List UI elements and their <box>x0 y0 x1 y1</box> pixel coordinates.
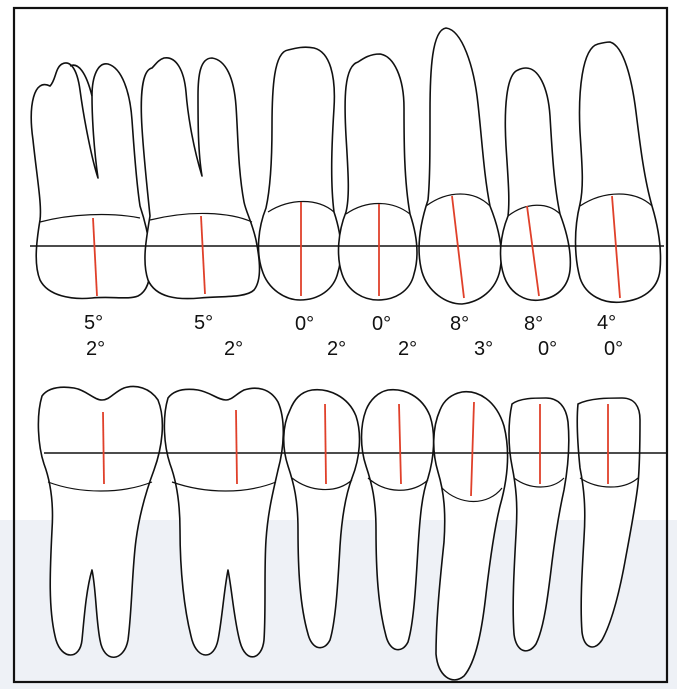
upper-molar-1-angle: 5° <box>84 313 103 333</box>
upper-molar-1 <box>31 63 150 298</box>
lower-premolar-1-angle: 2° <box>327 339 346 359</box>
lower-central-incisor-angle: 0° <box>604 339 623 359</box>
upper-premolar-2-angle: 0° <box>372 314 391 334</box>
upper-premolar-1 <box>259 47 341 300</box>
upper-premolar-1-angle: 0° <box>295 314 314 334</box>
lower-lateral-incisor-angle: 0° <box>538 339 557 359</box>
upper-central-incisor-angle: 4° <box>597 313 616 333</box>
lower-premolar-2-angle: 2° <box>398 339 417 359</box>
upper-lateral-incisor-angle: 8° <box>524 314 543 334</box>
upper-canine-angle: 8° <box>450 314 469 334</box>
lower-molar-2-angle: 2° <box>224 339 243 359</box>
lower-molar-1-axis <box>103 412 104 484</box>
lower-canine-angle: 3° <box>474 339 493 359</box>
upper-molar-2-angle: 5° <box>194 313 213 333</box>
upper-premolar-2 <box>339 54 417 300</box>
lower-premolar-1-axis <box>325 404 326 484</box>
upper-molar-2 <box>141 58 259 299</box>
lower-molar-1-angle: 2° <box>86 339 105 359</box>
lower-molar-2-axis <box>236 410 237 484</box>
